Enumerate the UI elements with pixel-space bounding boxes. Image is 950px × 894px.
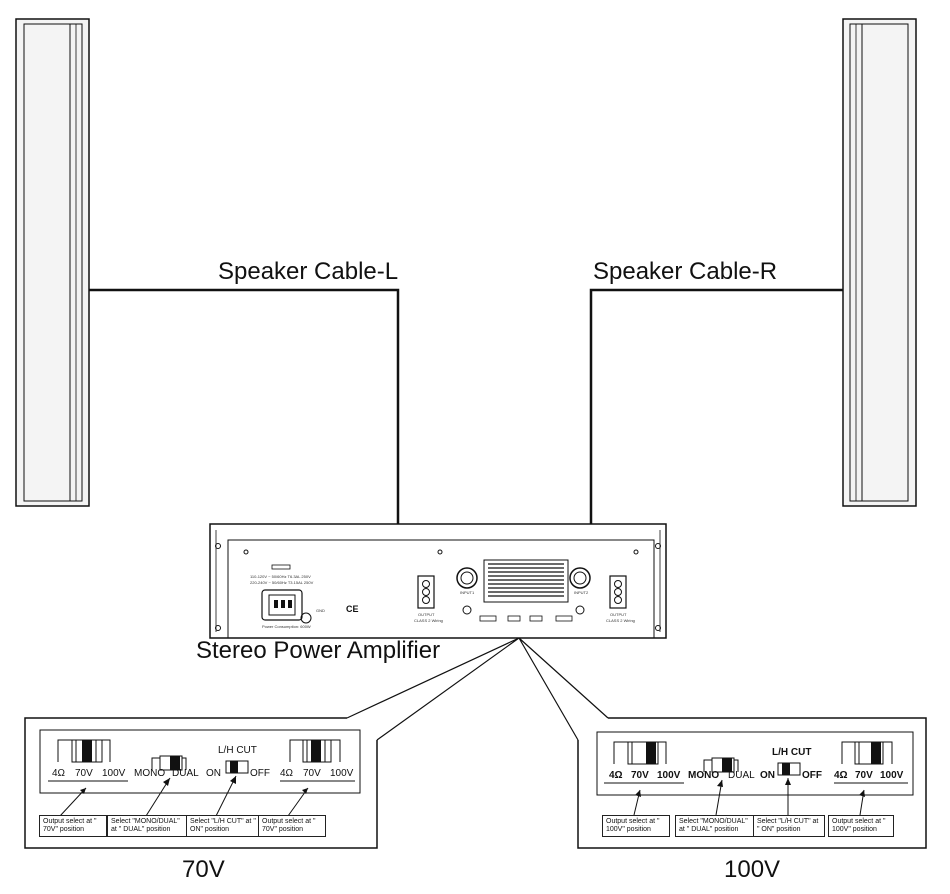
- output-left-label: OUTPUT: [418, 612, 435, 617]
- class2-right-label: CLASS 2 Wiring: [606, 618, 635, 623]
- amplifier-label: Stereo Power Amplifier: [196, 637, 441, 664]
- ohm-label: 4Ω: [834, 770, 848, 781]
- note-output-select-70v-left: Output select at " 70V" position: [39, 815, 107, 837]
- dual-label: DUAL: [728, 770, 755, 781]
- on-label: ON: [760, 770, 775, 781]
- ce-mark: CE: [346, 604, 359, 614]
- v100-label: 100V: [102, 768, 126, 779]
- speaker-cable-left-label: Speaker Cable-L: [218, 258, 399, 285]
- dual-label: DUAL: [172, 768, 199, 779]
- off-label: OFF: [802, 770, 822, 781]
- ohm-label: 4Ω: [52, 768, 66, 779]
- v100-label: 100V: [330, 768, 354, 779]
- v100-label: 100V: [657, 770, 681, 781]
- panel-100v: [577, 717, 927, 849]
- panel-70v-caption: 70V: [182, 856, 225, 883]
- callout-line-100v: [518, 637, 609, 741]
- note-output-select-100v-left: Output select at " 100V" position: [602, 815, 670, 837]
- right-speaker: [842, 18, 917, 507]
- gnd-label: GND: [316, 608, 325, 613]
- output-right-label: OUTPUT: [610, 612, 627, 617]
- v70-label: 70V: [855, 770, 873, 781]
- ohm-label: 4Ω: [280, 768, 294, 779]
- note-output-select-100v-right: Output select at " 100V" position: [828, 815, 894, 837]
- v70-label: 70V: [303, 768, 321, 779]
- lhcut-label: L/H CUT: [218, 745, 257, 756]
- class2-left-label: CLASS 2 Wiring: [414, 618, 443, 623]
- note-output-select-70v-right: Output select at " 70V" position: [258, 815, 326, 837]
- left-speaker: [15, 18, 90, 507]
- speaker-cable-right-label: Speaker Cable-R: [593, 258, 778, 285]
- input2-label: INPUT2: [574, 590, 589, 595]
- note-lhcut-100v: Select "L/H CUT" at " ON" position: [753, 815, 825, 837]
- mono-label: MONO: [688, 770, 720, 781]
- note-mono-dual-70v: Select "MONO/DUAL" at " DUAL" position: [107, 815, 189, 837]
- v70-label: 70V: [75, 768, 93, 779]
- note-lhcut-70v: Select "L/H CUT" at " ON" position: [186, 815, 260, 837]
- power-spec-2: 220-240V ~ 50/60Hz T3.15AL 250V: [250, 580, 314, 585]
- panel-70v: [24, 717, 378, 849]
- note-mono-dual-100v: Select "MONO/DUAL" at " DUAL" position: [675, 815, 755, 837]
- v70-label: 70V: [631, 770, 649, 781]
- panel-100v-caption: 100V: [724, 856, 781, 883]
- on-label: ON: [206, 768, 221, 779]
- lhcut-label: L/H CUT: [772, 747, 812, 758]
- power-spec-1: 110-120V ~ 50/60Hz T6.3AL 250V: [250, 574, 311, 579]
- amplifier-rear-panel: [209, 523, 667, 639]
- off-label: OFF: [250, 768, 270, 779]
- input1-label: INPUT1: [460, 590, 475, 595]
- power-consumption: Power Consumption: 600W: [262, 624, 311, 629]
- v100-label: 100V: [880, 770, 904, 781]
- mono-label: MONO: [134, 768, 166, 779]
- ohm-label: 4Ω: [609, 770, 623, 781]
